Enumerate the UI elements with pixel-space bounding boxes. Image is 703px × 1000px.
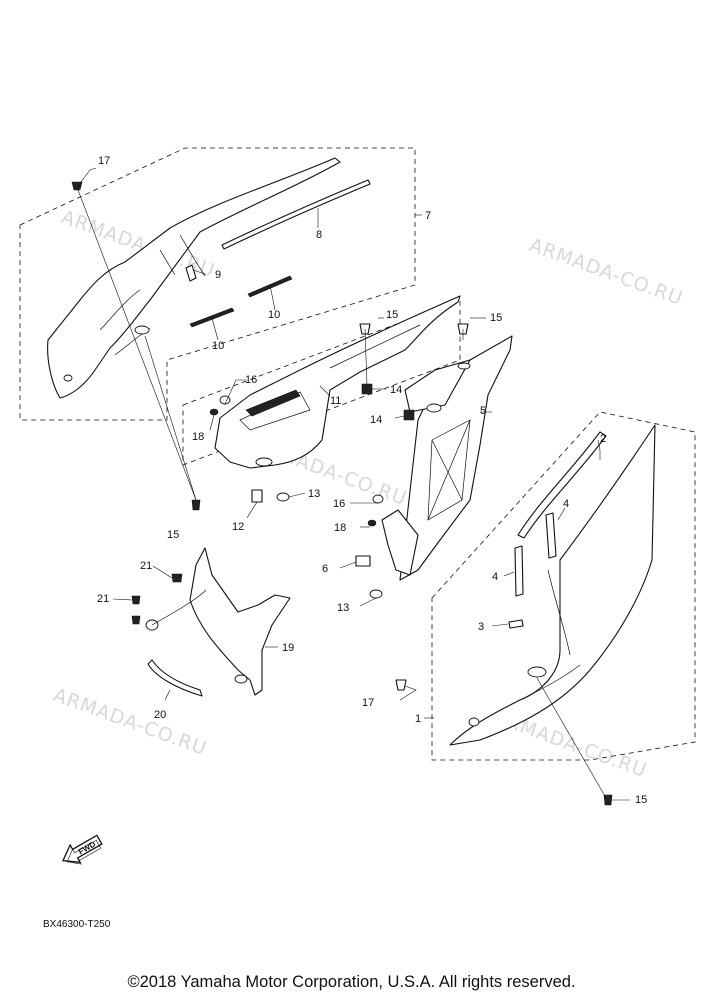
callout-4-upper: 4 bbox=[563, 498, 569, 510]
part-19-lower-bracket bbox=[145, 547, 291, 696]
part-3-clip bbox=[508, 619, 524, 629]
part-21-screws bbox=[131, 573, 183, 625]
callout-12: 12 bbox=[232, 521, 244, 533]
group-box-1 bbox=[431, 411, 696, 761]
callout-15-top-left: 15 bbox=[386, 309, 398, 321]
callout-7: 7 bbox=[425, 210, 431, 222]
part-4-emblem-lower bbox=[514, 545, 524, 597]
callout-13-lower: 13 bbox=[337, 602, 349, 614]
callout-17-bottom: 17 bbox=[362, 697, 374, 709]
callout-15-top-right: 15 bbox=[490, 312, 502, 324]
callout-21-lower: 21 bbox=[97, 593, 109, 605]
callout-13-upper: 13 bbox=[308, 488, 320, 500]
callout-10-lower: 10 bbox=[212, 340, 224, 352]
callout-15-bottom: 15 bbox=[635, 794, 647, 806]
part-1-side-cover bbox=[449, 424, 656, 746]
part-2-strip bbox=[517, 431, 607, 539]
callout-14-lower: 14 bbox=[370, 414, 382, 426]
callout-5: 5 bbox=[480, 405, 486, 417]
callout-11: 11 bbox=[330, 395, 341, 407]
watermark-4: ARMADA-CO.RU bbox=[50, 684, 210, 760]
fwd-arrow-icon: FWD bbox=[62, 834, 103, 865]
callout-15-left: 15 bbox=[167, 529, 179, 541]
callout-16-lower: 16 bbox=[333, 498, 345, 510]
callout-3: 3 bbox=[478, 621, 484, 633]
diagram-code: BX46300-T250 bbox=[43, 919, 111, 930]
callout-21-upper: 21 bbox=[140, 560, 152, 572]
part-8-strip bbox=[221, 179, 371, 250]
part-11-inner-panel bbox=[214, 295, 461, 469]
leader-lines bbox=[77, 167, 630, 801]
copyright-notice: ©2018 Yamaha Motor Corporation, U.S.A. A… bbox=[127, 973, 576, 991]
fasteners bbox=[71, 181, 613, 806]
watermark-2: ARMADA-CO.RU bbox=[526, 234, 686, 310]
callout-9: 9 bbox=[215, 269, 221, 281]
part-9-clip bbox=[185, 264, 197, 282]
callout-18-upper: 18 bbox=[192, 431, 204, 443]
callout-19: 19 bbox=[282, 642, 294, 654]
callout-4-lower: 4 bbox=[492, 571, 498, 583]
part-10-trim-lower bbox=[189, 307, 235, 328]
part-20-hose bbox=[147, 659, 203, 697]
callouts: 17 7 8 9 10 10 15 15 16 14 11 5 14 18 2 … bbox=[97, 155, 647, 806]
callout-17-top: 17 bbox=[98, 155, 110, 167]
callout-8: 8 bbox=[316, 229, 322, 241]
callout-10-upper: 10 bbox=[268, 309, 280, 321]
part-4-emblem-upper bbox=[545, 512, 557, 559]
callout-6: 6 bbox=[322, 563, 328, 575]
callout-1: 1 bbox=[415, 713, 421, 725]
part-7-upper-cowl bbox=[47, 157, 341, 399]
callout-20: 20 bbox=[154, 709, 166, 721]
callout-18-lower: 18 bbox=[334, 522, 346, 534]
callout-2: 2 bbox=[600, 433, 606, 445]
group-box-7 bbox=[19, 147, 416, 421]
callout-14-upper: 14 bbox=[390, 384, 402, 396]
part-5-side-panel bbox=[381, 335, 513, 581]
callout-16-upper: 16 bbox=[245, 374, 257, 386]
